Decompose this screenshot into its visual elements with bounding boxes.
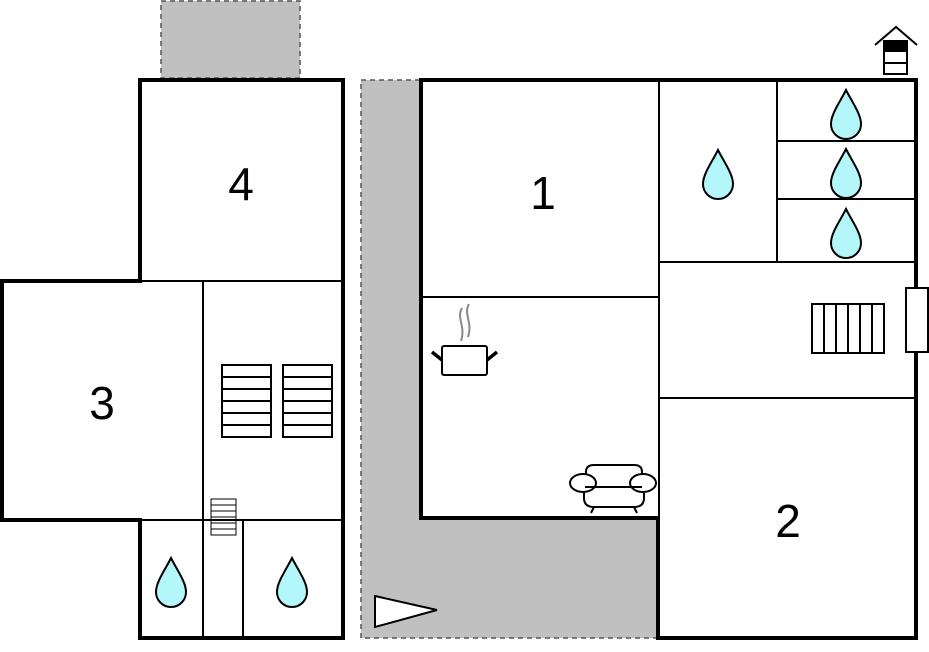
terrace-l bbox=[360, 79, 659, 639]
right-outer-wall bbox=[419, 78, 918, 640]
interior-walls bbox=[140, 280, 343, 638]
water-drop-icon bbox=[702, 149, 734, 200]
room-1-label: 1 bbox=[530, 167, 556, 219]
window-icon bbox=[905, 287, 929, 353]
house-icon bbox=[874, 25, 918, 75]
left-building: 4 3 bbox=[0, 0, 345, 640]
water-drop-icon bbox=[830, 148, 862, 199]
small-stairs-icon bbox=[210, 498, 237, 536]
stairs-icon bbox=[221, 364, 333, 438]
right-building: 1 2 bbox=[360, 25, 929, 640]
water-drop-icon bbox=[830, 208, 862, 259]
cooking-pot-icon bbox=[430, 303, 499, 376]
north-arrow-icon bbox=[374, 594, 438, 629]
room-3-label: 3 bbox=[89, 377, 115, 429]
water-drop-icon bbox=[155, 557, 187, 608]
water-drop-icon bbox=[830, 89, 862, 140]
terrace-top bbox=[160, 0, 301, 79]
water-drop-icon bbox=[276, 557, 308, 608]
left-outer-wall bbox=[0, 78, 345, 640]
sofa-icon bbox=[569, 464, 657, 514]
room-2-label: 2 bbox=[775, 495, 801, 547]
room-4-label: 4 bbox=[228, 158, 254, 210]
interior-walls bbox=[421, 80, 916, 518]
radiator-icon bbox=[811, 303, 885, 354]
